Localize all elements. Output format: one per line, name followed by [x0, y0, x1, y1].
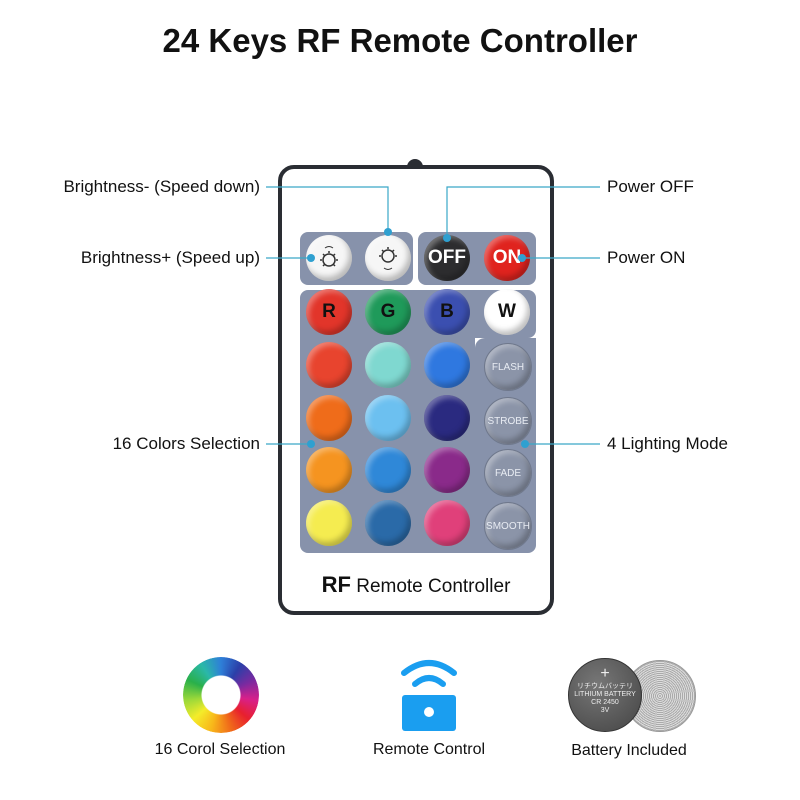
- color-key-1[interactable]: [306, 342, 352, 388]
- strobe-mode-button[interactable]: STROBE: [484, 397, 532, 445]
- sun-up-icon: [320, 246, 338, 267]
- color-key-4[interactable]: [306, 395, 352, 441]
- coin-battery-icon: + リチウムバッテリ LITHIUM BATTERY CR 2450 3V: [568, 658, 642, 732]
- blue-button[interactable]: B: [424, 289, 470, 335]
- feature-battery-label: Battery Included: [571, 742, 687, 759]
- callout-modes: 4 Lighting Mode: [607, 434, 728, 453]
- remote-label: RF Remote Controller: [321, 572, 511, 597]
- feature-remote-label: Remote Control: [372, 741, 486, 758]
- callout-brightness-down: Brightness- (Speed down): [63, 177, 260, 196]
- color-key-10[interactable]: [306, 500, 352, 546]
- callout-power-on: Power ON: [607, 248, 686, 267]
- callout-power-off: Power OFF: [607, 177, 694, 196]
- color-key-5[interactable]: [365, 395, 411, 441]
- color-key-9[interactable]: [424, 447, 470, 493]
- remote-nub: [407, 159, 423, 169]
- white-button[interactable]: W: [484, 289, 530, 335]
- callout-brightness-up: Brightness+ (Speed up): [80, 248, 260, 267]
- flash-mode-button[interactable]: FLASH: [484, 343, 532, 391]
- wifi-remote-icon: [401, 660, 457, 731]
- red-button[interactable]: R: [306, 289, 352, 335]
- feature-color-label: 16 Corol Selection: [154, 741, 286, 758]
- sun-down-icon: [379, 247, 397, 270]
- green-button[interactable]: G: [365, 289, 411, 335]
- smooth-mode-button[interactable]: SMOOTH: [484, 502, 532, 550]
- fade-mode-button[interactable]: FADE: [484, 449, 532, 497]
- color-key-6[interactable]: [424, 395, 470, 441]
- color-key-12[interactable]: [424, 500, 470, 546]
- color-key-2[interactable]: [365, 342, 411, 388]
- callout-colors: 16 Colors Selection: [112, 434, 260, 453]
- page-title: 24 Keys RF Remote Controller: [162, 22, 638, 59]
- color-key-3[interactable]: [424, 342, 470, 388]
- color-wheel-icon: [183, 657, 259, 733]
- brightness-down-button[interactable]: [365, 235, 411, 281]
- power-off-button[interactable]: OFF: [424, 235, 470, 281]
- color-key-11[interactable]: [365, 500, 411, 546]
- color-key-8[interactable]: [365, 447, 411, 493]
- color-key-7[interactable]: [306, 447, 352, 493]
